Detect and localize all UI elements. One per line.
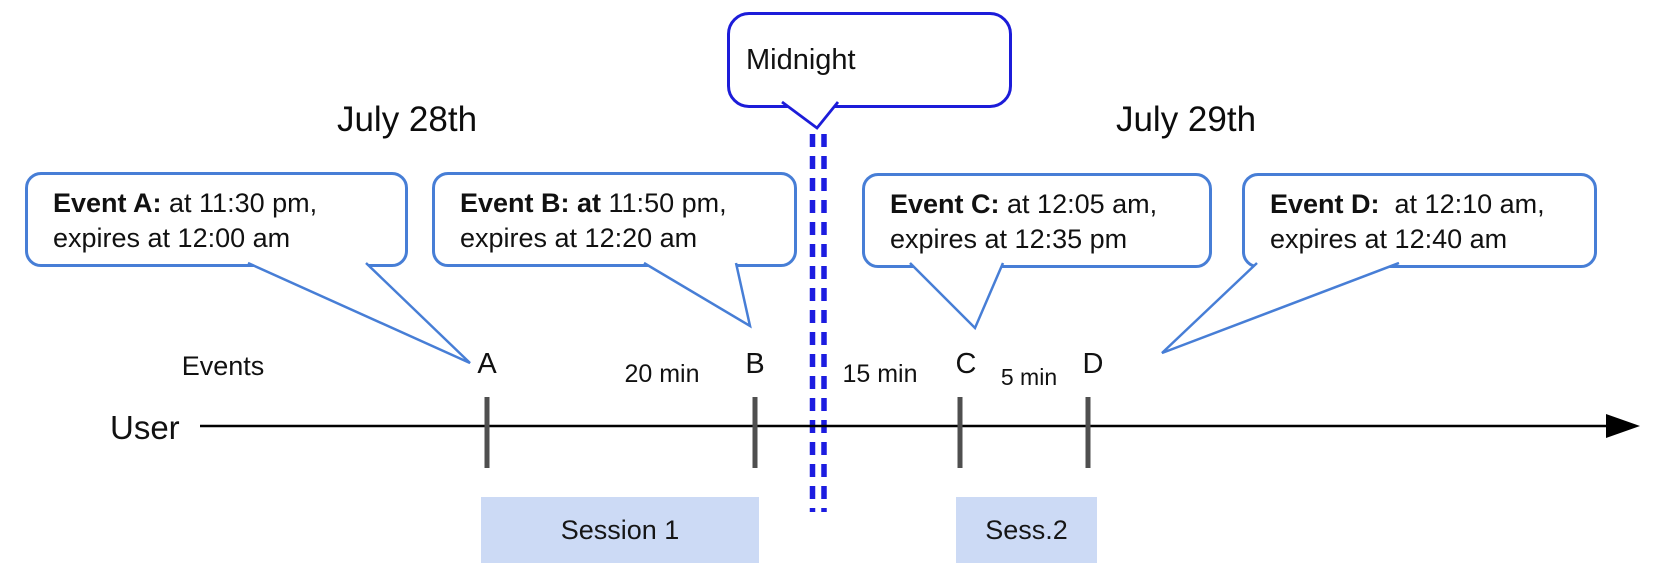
session-2-label: Sess.2	[985, 514, 1068, 545]
callout-line-2: expires at 12:35 pm	[890, 224, 1128, 254]
interval-label-ab: 20 min	[624, 360, 700, 388]
callout-line-2: expires at 12:40 am	[1270, 224, 1508, 254]
event-d-callout: Event D: at 12:10 am, expires at 12:40 a…	[1242, 173, 1597, 268]
event-a-callout-tail	[247, 261, 471, 365]
midnight-label: Midnight	[746, 43, 856, 76]
session-2-box: Sess.2	[956, 497, 1097, 563]
callout-line-1: Event D: at 12:10 am,	[1245, 176, 1594, 222]
tick-label-c: C	[955, 348, 977, 380]
interval-label-bc: 15 min	[842, 360, 918, 388]
date-left-label: July 28th	[336, 100, 478, 139]
session-1-label: Session 1	[560, 514, 680, 545]
callout-text: 11:50 pm,	[601, 188, 727, 218]
tick-label-a: A	[477, 348, 497, 380]
event-a-callout: Event A: at 11:30 pm, expires at 12:00 a…	[25, 172, 408, 267]
callout-line-1: Event C: at 12:05 am,	[865, 176, 1209, 222]
session-1-box: Session 1	[481, 497, 759, 563]
interval-label-cd: 5 min	[1000, 364, 1058, 390]
tick-label-d: D	[1082, 348, 1104, 380]
timeline-arrowhead-icon	[1606, 414, 1640, 438]
date-right-label: July 29th	[1115, 100, 1257, 139]
tick-label-b: B	[745, 348, 765, 380]
event-c-callout: Event C: at 12:05 am, expires at 12:35 p…	[862, 173, 1212, 268]
user-axis-label: User	[110, 409, 180, 446]
callout-line-2: expires at 12:00 am	[53, 223, 291, 253]
callout-title: Event C:	[890, 189, 1000, 219]
callout-line-2: expires at 12:20 am	[460, 223, 698, 253]
callout-line-1: Event B: at 11:50 pm,	[435, 175, 794, 221]
event-b-callout-tail	[643, 261, 752, 329]
callout-title: Event D:	[1270, 189, 1380, 219]
midnight-bubble: Midnight	[727, 12, 1012, 108]
event-b-callout: Event B: at 11:50 pm, expires at 12:20 a…	[432, 172, 797, 267]
callout-title: Event B: at	[460, 188, 602, 218]
events-axis-label: Events	[181, 351, 265, 381]
callout-title: Event A:	[53, 188, 162, 218]
callout-text: at 12:05 am,	[999, 189, 1158, 219]
event-c-callout-tail	[909, 262, 1005, 331]
callout-line-1: Event A: at 11:30 pm,	[28, 175, 405, 221]
callout-text: at 12:10 am,	[1379, 189, 1545, 219]
callout-text: at 11:30 pm,	[161, 188, 318, 218]
event-d-callout-tail	[1161, 261, 1400, 355]
